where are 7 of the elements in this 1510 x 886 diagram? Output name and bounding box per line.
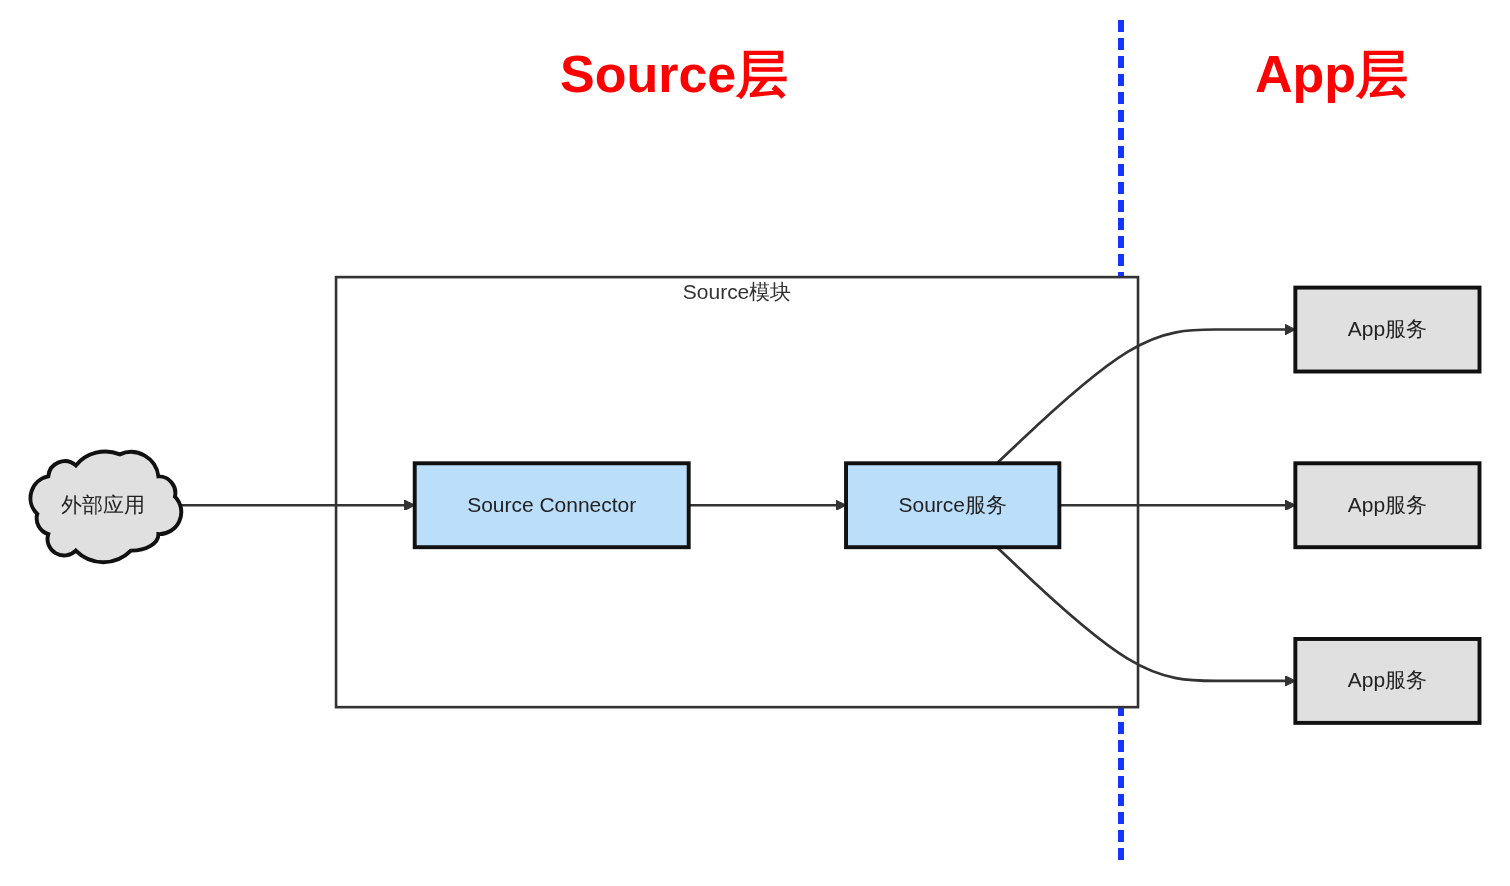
layer-heading: Source层: [560, 44, 789, 105]
node-box: Source服务: [844, 461, 1062, 550]
node-box: Source Connector: [412, 461, 691, 550]
node-box: App服务: [1293, 461, 1482, 550]
node-box: App服务: [1293, 285, 1482, 374]
node-box: App服务: [1293, 637, 1482, 725]
layer-heading: App层: [1255, 44, 1409, 105]
